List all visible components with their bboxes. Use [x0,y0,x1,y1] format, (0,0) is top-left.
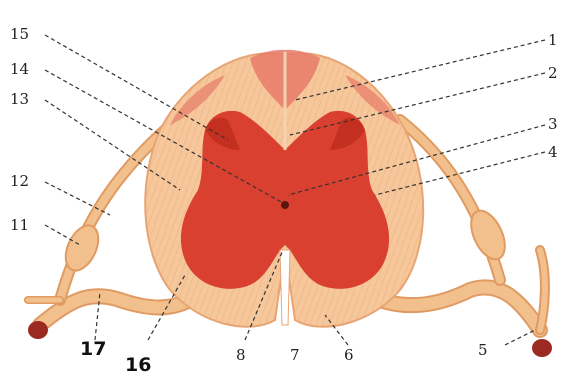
leader-5 [505,330,535,345]
label-5: 5 [478,343,488,358]
central-canal [281,201,289,209]
label-13: 13 [10,92,29,107]
label-17: 17 [80,340,106,359]
anterior-median-fissure [280,250,290,325]
right-nerve-cut-end [532,339,552,357]
label-3: 3 [548,117,558,132]
label-8: 8 [236,348,246,363]
label-14: 14 [10,62,29,77]
label-4: 4 [548,145,558,160]
label-16: 16 [125,356,151,375]
label-7: 7 [290,348,300,363]
label-11: 11 [10,218,29,233]
label-6: 6 [344,348,354,363]
label-12: 12 [10,174,29,189]
label-2: 2 [548,66,558,81]
label-1: 1 [548,33,558,48]
left-nerve-cut-end [28,321,48,339]
label-15: 15 [10,27,29,42]
